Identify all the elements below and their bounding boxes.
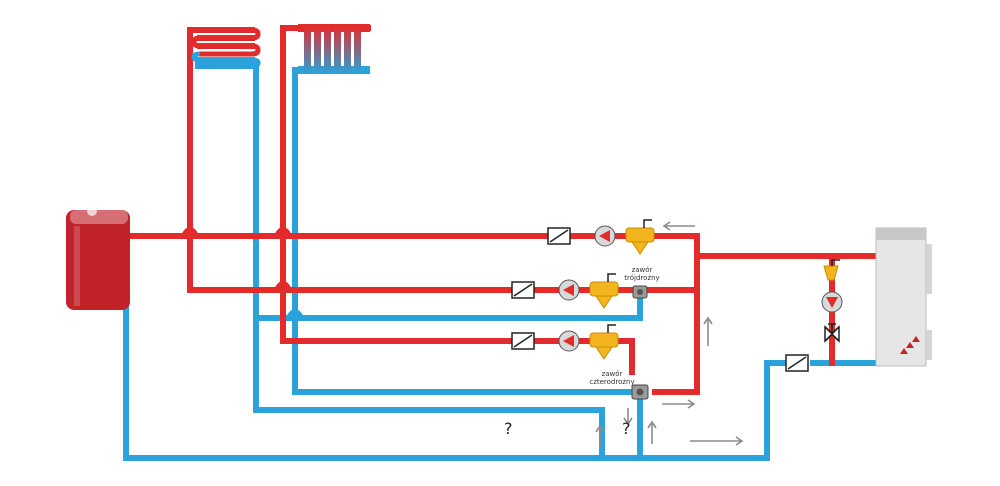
crossover-hot-3 bbox=[274, 281, 292, 292]
dirt-separator-icon bbox=[589, 324, 619, 360]
buffer-tank-icon bbox=[66, 206, 130, 310]
cold-pipe-underfloor-return bbox=[253, 65, 605, 461]
check-valve-icon bbox=[785, 354, 809, 372]
four-way-valve-icon bbox=[631, 384, 649, 400]
hot-pipe-underfloor-coil bbox=[187, 27, 255, 49]
check-valve-icon bbox=[547, 227, 571, 245]
cold-pipe-main-return bbox=[123, 303, 798, 461]
circulation-pump-icon bbox=[594, 225, 616, 247]
hot-pipe-radiator-supply bbox=[280, 25, 635, 375]
labels: zawór trójdrożny zawór czterodrożny ? ? bbox=[504, 266, 660, 438]
four-way-valve-label-line2: czterodrożny bbox=[589, 378, 634, 386]
check-valve-icon bbox=[511, 332, 535, 350]
arrow-right-icon bbox=[690, 436, 744, 446]
question-mark-1: ? bbox=[504, 419, 513, 438]
arrow-left-icon bbox=[662, 221, 695, 231]
cold-pipe-three-way-branch bbox=[253, 293, 643, 321]
arrow-right-icon bbox=[662, 399, 696, 409]
boiler-icon bbox=[875, 227, 932, 367]
flow-arrows bbox=[595, 221, 744, 448]
ball-valve-icon bbox=[824, 323, 840, 343]
circulation-pump-icon bbox=[558, 279, 580, 301]
three-way-valve-icon bbox=[632, 285, 648, 299]
dirt-separator-icon bbox=[589, 273, 619, 309]
hot-pipe-underfloor-supply bbox=[187, 27, 700, 293]
four-way-valve-label-line1: zawór bbox=[602, 370, 623, 378]
underfloor-heating-coil-icon bbox=[191, 27, 261, 69]
arrow-up-icon bbox=[595, 424, 605, 448]
crossover-hot-1 bbox=[181, 227, 199, 238]
check-valve-icon bbox=[511, 281, 535, 299]
three-way-valve-label-line1: zawór bbox=[632, 266, 653, 274]
circulation-pump-icon bbox=[821, 291, 843, 313]
dirt-separator-icon bbox=[823, 259, 840, 281]
radiator-icon bbox=[298, 24, 370, 74]
arrow-down-icon bbox=[623, 408, 633, 426]
separators bbox=[589, 219, 840, 360]
arrow-up-icon bbox=[647, 420, 657, 444]
pipe-crossovers bbox=[181, 227, 304, 320]
dirt-separator-icon bbox=[625, 219, 655, 255]
cold-pipe-radiator-return bbox=[292, 67, 643, 461]
hot-pipes bbox=[127, 25, 877, 395]
check-valves bbox=[511, 227, 809, 372]
pumps bbox=[558, 225, 843, 352]
question-mark-2: ? bbox=[622, 419, 631, 438]
crossover-hot-2 bbox=[274, 227, 292, 238]
circulation-pump-icon bbox=[558, 330, 580, 352]
crossover-cold-1 bbox=[286, 309, 304, 320]
arrow-up-icon bbox=[703, 316, 713, 346]
hot-pipe-right-collector bbox=[652, 233, 700, 395]
three-way-valve-label-line2: trójdrożny bbox=[624, 274, 659, 282]
